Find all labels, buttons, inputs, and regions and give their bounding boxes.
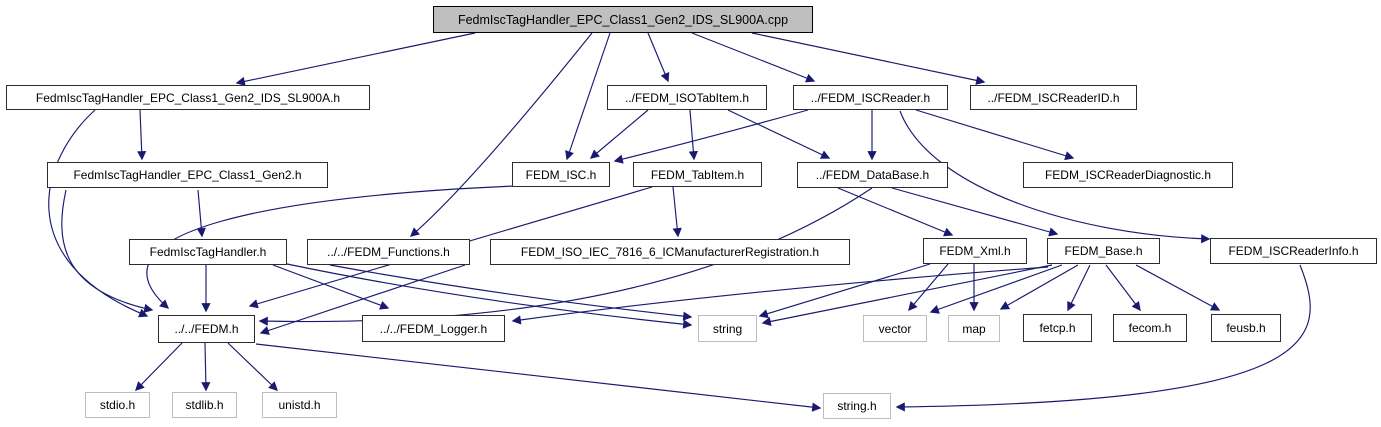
edge-fedm-to-stdio [135, 342, 183, 391]
node-iscreader[interactable]: ../FEDM_ISCReader.h [793, 85, 948, 110]
node-cpp: FedmIscTagHandler_EPC_Class1_Gen2_IDS_SL… [433, 6, 813, 33]
edge-database-to-xml [837, 187, 954, 237]
edge-base-to-map [999, 264, 1079, 310]
node-fetcp[interactable]: fetcp.h [1023, 314, 1092, 342]
node-fedm[interactable]: ../../FEDM.h [158, 315, 255, 343]
node-vector: vector [863, 315, 927, 342]
node-feusb[interactable]: feusb.h [1211, 314, 1281, 342]
edge-cpp-to-iscreaderid [751, 32, 986, 85]
node-diagnostic[interactable]: FEDM_ISCReaderDiagnostic.h [1023, 162, 1233, 188]
edge-isotab-to-fedm_isc [589, 109, 649, 159]
edge-gen2-to-fedm [61, 189, 154, 313]
node-base[interactable]: FEDM_Base.h [1047, 238, 1160, 264]
edge-base-to-feusb [1135, 264, 1221, 311]
edge-base-to-fecom [1105, 264, 1141, 312]
edge-base-to-vector [929, 264, 1063, 314]
edge-isotab-to-tabitem [688, 109, 698, 161]
node-unistd: unistd.h [262, 392, 337, 418]
edge-cpp-to-fedm_isc [565, 32, 611, 161]
edge-readerinfo-to-stringh [895, 264, 1311, 412]
node-readerinfo[interactable]: FEDM_ISCReaderInfo.h [1210, 238, 1377, 264]
edge-fedm-to-stringh [255, 343, 822, 412]
edge-handler-to-logger [272, 264, 390, 310]
edge-tabitem-to-manufacturer [672, 186, 682, 238]
node-stdlib: stdlib.h [172, 392, 237, 418]
node-manufacturer[interactable]: FEDM_ISO_IEC_7816_6_ICManufacturerRegist… [490, 239, 850, 265]
edge-xml-to-vector [908, 263, 949, 312]
node-stdio: stdio.h [85, 392, 150, 418]
node-tabitem[interactable]: FEDM_TabItem.h [633, 162, 762, 187]
edge-sl900a_h-to-gen2 [137, 109, 147, 161]
edge-database-to-base [891, 187, 1059, 237]
edge-iscreader-to-fedm_isc [613, 109, 809, 164]
edge-sl900a_h-to-fedm [48, 109, 149, 318]
edge-functions-to-string [329, 264, 693, 321]
edge-base-to-string [761, 264, 1053, 326]
node-fecom[interactable]: fecom.h [1113, 314, 1187, 342]
edge-base-to-logger [511, 266, 1049, 325]
node-fedm_isc[interactable]: FEDM_ISC.h [512, 162, 610, 187]
edge-cpp-to-iscreader [691, 32, 816, 83]
node-stringh: string.h [823, 393, 891, 419]
edge-iscreader-to-diagnostic [915, 109, 1075, 161]
node-sl900a_h[interactable]: FedmIscTagHandler_EPC_Class1_Gen2_IDS_SL… [6, 85, 370, 110]
node-xml[interactable]: FEDM_Xml.h [923, 238, 1027, 264]
edge-xml-to-string [758, 263, 931, 319]
edge-cpp-to-isotab [647, 32, 670, 83]
node-map: map [948, 315, 1000, 342]
edge-iscreader-to-readerinfo [899, 110, 1211, 244]
node-logger[interactable]: ../../FEDM_Logger.h [362, 315, 505, 342]
edge-fedm-to-unistd [227, 342, 278, 391]
node-string: string [698, 315, 757, 342]
edge-isotab-to-database [727, 109, 831, 159]
edge-cpp-to-functions [409, 32, 593, 237]
edge-functions-to-fedm [259, 264, 466, 335]
edge-base-to-fetcp [1067, 264, 1091, 312]
edge-handler-to-string [286, 263, 693, 329]
node-isotab[interactable]: ../FEDM_ISOTabItem.h [607, 85, 767, 110]
node-handler[interactable]: FedmIscTagHandler.h [129, 239, 287, 265]
edge-gen2-to-handler [196, 189, 206, 238]
node-gen2[interactable]: FedmIscTagHandler_EPC_Class1_Gen2.h [47, 162, 328, 188]
node-functions[interactable]: ../../FEDM_Functions.h [307, 239, 470, 265]
node-iscreaderid[interactable]: ../FEDM_ISCReaderID.h [970, 85, 1137, 110]
edge-cpp-to-sl900a_h [235, 32, 476, 86]
node-database[interactable]: ../FEDM_DataBase.h [797, 162, 948, 188]
edge-fedm-to-stdlib [201, 342, 211, 392]
edge-fedm_isc-to-fedm [146, 185, 516, 309]
